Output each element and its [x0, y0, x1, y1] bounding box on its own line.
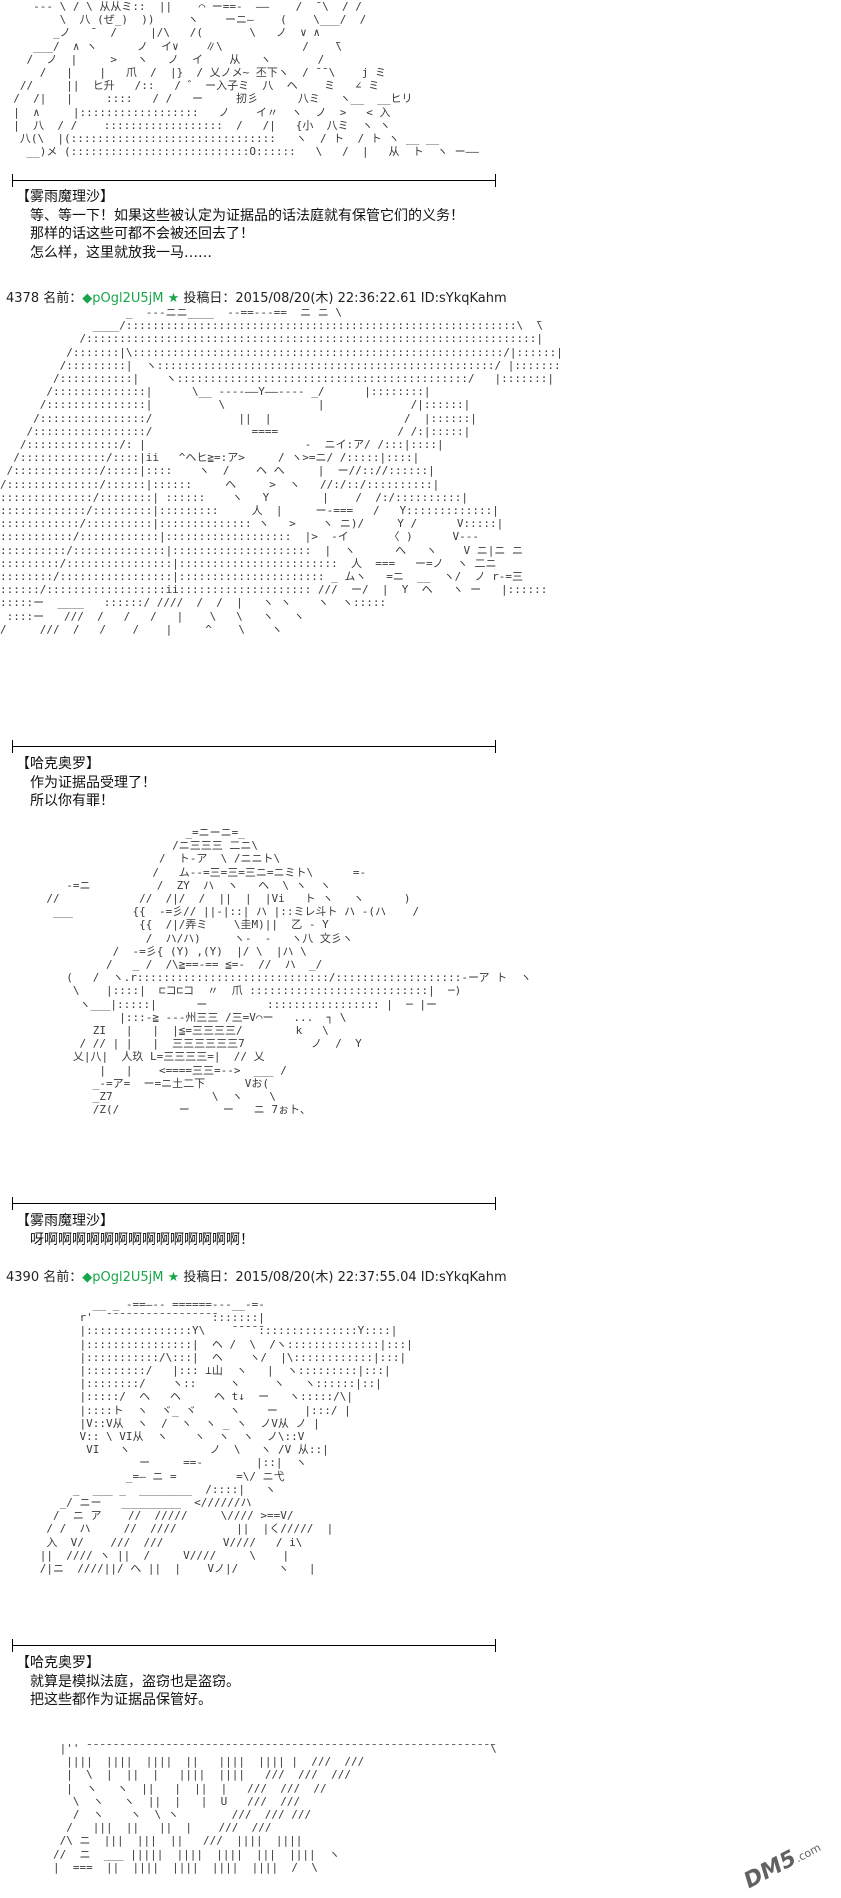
speaker-name: 【哈克奥罗】	[16, 1655, 100, 1671]
post-header: 4378 名前：◆pOgl2U5jM ★ 投稿日：2015/08/20(木) 2…	[6, 287, 507, 306]
dialogue-line: 等、等一下！如果这些被认定为证据品的话法庭就有保管它们的义务！	[30, 207, 464, 224]
tripcode: ◆pOgl2U5jM	[82, 291, 164, 306]
tripcode: ◆pOgl2U5jM	[82, 1270, 164, 1285]
divider-line	[12, 1639, 496, 1652]
dialogue-line: 就算是模拟法庭，盗窃也是盗窃。	[30, 1673, 240, 1690]
post-date: 投稿日：2015/08/20(木) 22:36:22.61 ID:sYkqKah…	[183, 291, 507, 306]
dialogue-block: 【哈克奥罗】 就算是模拟法庭，盗窃也是盗窃。 把这些都作为证据品保管好。	[16, 1654, 240, 1710]
ascii-art: --- \ / \ 从从ミ:: || ⌒ ー==- —— / ̄ \ / / \…	[13, 0, 479, 159]
ascii-art: _=ニーニ=_ /ニ三三三 二ニ\ / ト-ア \ /ニニト\ / ム--=三=…	[46, 826, 532, 1117]
ascii-art: __ _ -==—-- ======---__-=- r' ̄ ̄ ̄ ̄ ̄ …	[39, 1298, 413, 1576]
dialogue-block: 【雾雨魔理沙】 等、等一下！如果这些被认定为证据品的话法庭就有保管它们的义务！ …	[16, 188, 464, 262]
dialogue-block: 【雾雨魔理沙】 呀啊啊啊啊啊啊啊啊啊啊啊啊啊啊！	[16, 1212, 254, 1249]
divider-line	[12, 174, 496, 187]
dialogue-line: 那样的话这些可都不会被还回去了！	[30, 226, 254, 242]
post-number-name: 4378 名前：	[6, 291, 83, 306]
speaker-name: 【哈克奥罗】	[16, 756, 100, 772]
ascii-art: |'' ̄ ̄ ̄ ̄ ̄ ̄ ̄ ̄ ̄ ̄ ̄ ̄ ̄ ̄ ̄ ̄ ̄ ̄ …	[52, 1742, 497, 1874]
dialogue-line: 作为证据品受理了！	[30, 774, 156, 791]
site-watermark: DM5.com	[739, 1833, 824, 1894]
ascii-art: _ ---ニニ____ --==---== ニ ニ \ ____/:::::::…	[0, 306, 560, 636]
speaker-name: 【雾雨魔理沙】	[16, 189, 114, 205]
speaker-name: 【雾雨魔理沙】	[16, 1213, 114, 1229]
divider-line	[12, 740, 496, 753]
dialogue-line: 把这些都作为证据品保管好。	[30, 1692, 212, 1708]
dialogue-line: 所以你有罪！	[30, 793, 114, 809]
star-icon: ★	[167, 1270, 180, 1285]
star-icon: ★	[167, 291, 180, 306]
post-number-name: 4390 名前：	[6, 1270, 83, 1285]
divider-line	[12, 1197, 496, 1210]
dialogue-line: 呀啊啊啊啊啊啊啊啊啊啊啊啊啊啊！	[30, 1231, 254, 1248]
dialogue-block: 【哈克奥罗】 作为证据品受理了！ 所以你有罪！	[16, 755, 156, 811]
dialogue-line: 怎么样，这里就放我一马……	[30, 244, 212, 261]
watermark-domain: .com	[792, 1841, 823, 1866]
post-header: 4390 名前：◆pOgl2U5jM ★ 投稿日：2015/08/20(木) 2…	[6, 1266, 507, 1285]
post-date: 投稿日：2015/08/20(木) 22:37:55.04 ID:sYkqKah…	[183, 1270, 507, 1285]
watermark-logo: DM5	[739, 1845, 801, 1894]
